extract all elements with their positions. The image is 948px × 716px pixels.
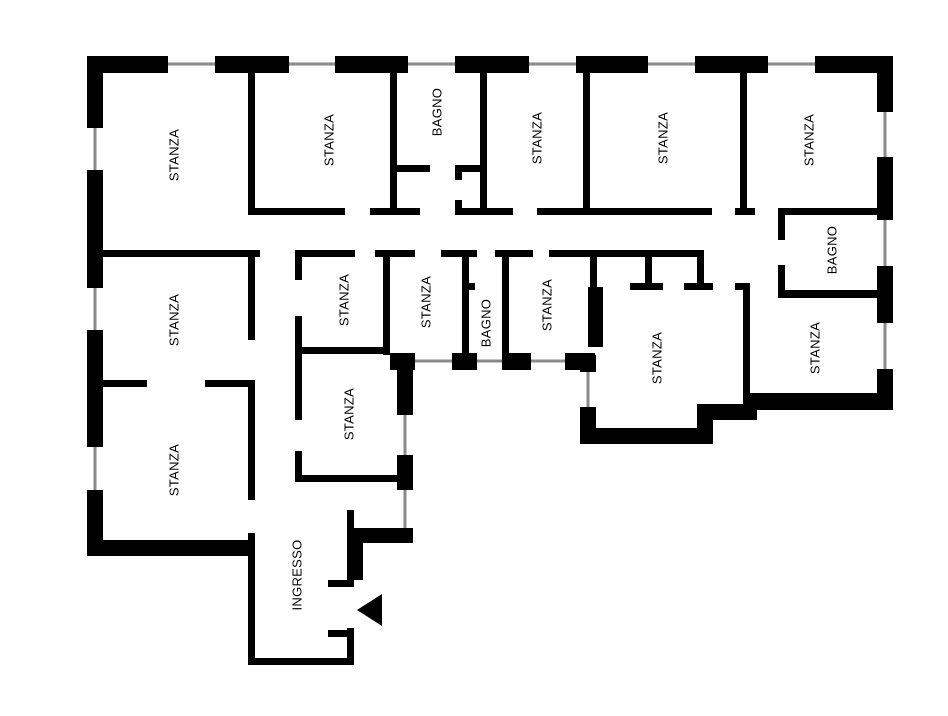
wall — [295, 316, 302, 420]
room-label: STANZA — [649, 332, 664, 384]
wall — [295, 250, 302, 280]
wall — [743, 393, 893, 410]
wall — [778, 265, 785, 298]
wall — [392, 165, 430, 172]
wall — [335, 56, 408, 73]
wall — [455, 56, 529, 73]
wall — [347, 628, 354, 665]
wall — [87, 330, 103, 447]
room-label: STANZA — [166, 294, 181, 346]
wall — [397, 355, 413, 415]
wall — [877, 266, 893, 323]
wall — [87, 56, 103, 128]
room-label: BAGNO — [824, 226, 839, 274]
wall — [877, 157, 893, 220]
wall — [295, 250, 355, 257]
wall — [248, 250, 255, 340]
wall — [248, 658, 354, 665]
wall — [452, 353, 477, 370]
wall — [397, 455, 413, 490]
wall — [580, 428, 713, 444]
room-labels: STANZA STANZA BAGNO STANZA STANZA STANZA… — [166, 88, 839, 611]
room-label: STANZA — [341, 388, 356, 440]
wall — [743, 283, 750, 400]
wall — [815, 56, 893, 73]
wall — [502, 250, 509, 355]
wall — [588, 287, 603, 347]
wall — [248, 73, 255, 215]
wall — [295, 451, 302, 482]
room-label: STANZA — [655, 112, 670, 164]
room-label: STANZA — [539, 279, 554, 331]
wall — [455, 208, 513, 215]
wall — [877, 56, 893, 112]
wall — [455, 200, 462, 208]
wall — [495, 250, 533, 257]
wall — [537, 208, 712, 215]
wall — [350, 528, 413, 543]
wall — [87, 170, 103, 288]
wall — [684, 283, 713, 290]
walls — [87, 56, 893, 665]
room-label: STANZA — [166, 444, 181, 496]
wall — [215, 56, 289, 73]
wall — [735, 283, 750, 290]
wall — [350, 540, 363, 580]
room-label: BAGNO — [478, 299, 493, 347]
wall — [248, 533, 255, 665]
wall — [778, 290, 878, 298]
wall — [778, 208, 785, 240]
wall — [549, 250, 703, 257]
wall — [645, 250, 652, 290]
wall — [565, 353, 595, 370]
wall — [103, 380, 147, 387]
wall — [576, 56, 648, 73]
wall — [328, 630, 354, 637]
room-label: STANZA — [166, 129, 181, 181]
wall — [480, 73, 487, 208]
wall — [375, 250, 415, 257]
wall — [502, 353, 531, 370]
wall — [697, 250, 704, 290]
wall — [103, 250, 260, 257]
wall — [462, 283, 475, 290]
wall — [583, 73, 590, 208]
wall — [695, 56, 768, 73]
wall — [87, 490, 103, 556]
wall — [87, 56, 168, 73]
room-label: STANZA — [807, 322, 822, 374]
wall — [383, 250, 390, 355]
wall — [390, 73, 397, 208]
wall — [87, 540, 255, 556]
wall — [778, 208, 878, 215]
entrance-arrow-icon — [357, 594, 382, 626]
room-label: BAGNO — [429, 88, 444, 136]
wall — [328, 580, 354, 587]
wall — [455, 165, 480, 172]
room-label: STANZA — [801, 114, 816, 166]
wall — [462, 250, 469, 355]
wall — [370, 208, 420, 215]
wall — [590, 250, 597, 290]
room-label: STANZA — [529, 112, 544, 164]
wall — [295, 475, 413, 482]
wall — [580, 407, 596, 444]
room-label: STANZA — [418, 276, 433, 328]
wall — [205, 380, 255, 387]
wall — [248, 208, 345, 215]
wall — [441, 250, 477, 257]
room-label: STANZA — [336, 274, 351, 326]
room-label: INGRESSO — [289, 539, 304, 610]
wall — [455, 165, 462, 180]
room-label: STANZA — [321, 114, 336, 166]
wall — [740, 73, 747, 208]
wall — [735, 208, 755, 215]
wall — [630, 283, 663, 290]
wall — [302, 347, 390, 354]
windows — [93, 62, 887, 528]
wall — [248, 380, 255, 500]
